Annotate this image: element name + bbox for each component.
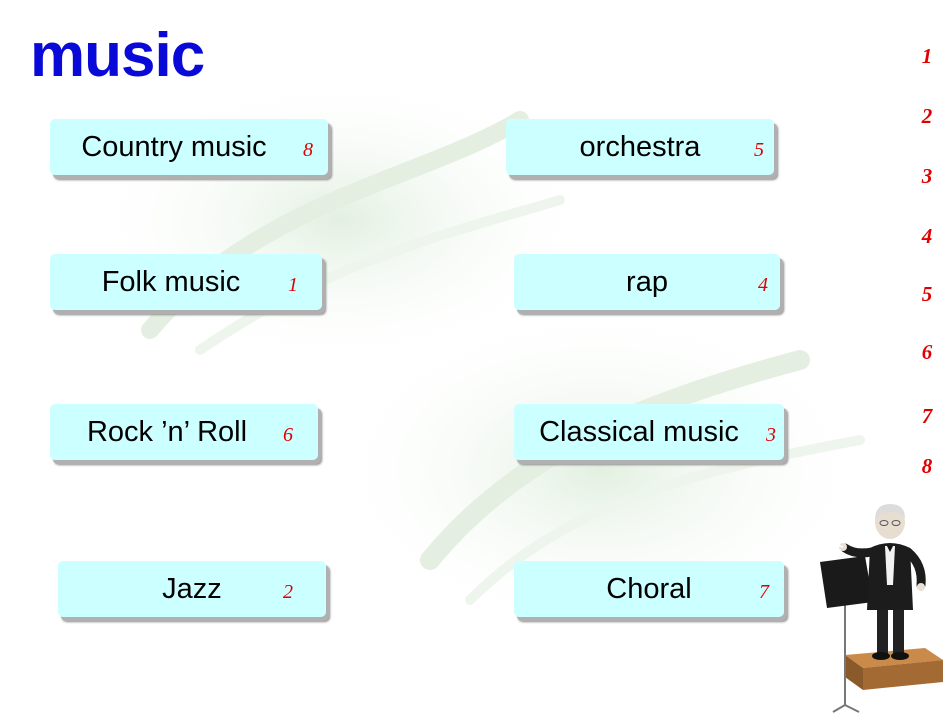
index-number: 5	[921, 282, 933, 306]
card-choral[interactable]: Choral 7	[514, 561, 784, 617]
index-number: 1	[921, 44, 933, 68]
page-title: music	[30, 21, 205, 90]
card-folk-music[interactable]: Folk music 1	[50, 254, 322, 310]
card-classical-music[interactable]: Classical music 3	[514, 404, 784, 460]
card-number: 3	[766, 424, 776, 446]
card-country-music[interactable]: Country music 8	[50, 119, 328, 175]
index-number: 7	[921, 404, 933, 428]
card-label: rap	[626, 266, 668, 298]
card-number: 2	[283, 581, 293, 603]
card-jazz[interactable]: Jazz 2	[58, 561, 326, 617]
card-orchestra[interactable]: orchestra 5	[506, 119, 774, 175]
card-number: 5	[754, 139, 764, 161]
index-number: 4	[921, 224, 933, 248]
card-label: orchestra	[579, 131, 701, 163]
card-label: Classical music	[539, 416, 739, 448]
index-number: 3	[921, 164, 933, 188]
card-number: 8	[303, 139, 313, 161]
card-label: Country music	[81, 131, 267, 163]
card-number: 6	[283, 424, 293, 446]
conductor-illustration	[820, 504, 943, 713]
card-number: 7	[759, 581, 769, 603]
index-number: 8	[921, 454, 933, 478]
index-number: 6	[921, 340, 933, 364]
card-label: Folk music	[101, 266, 241, 298]
card-label: Choral	[606, 573, 692, 605]
card-label: Jazz	[162, 573, 222, 605]
card-number: 4	[758, 274, 768, 296]
card-number: 1	[288, 274, 298, 296]
index-number: 2	[921, 104, 933, 128]
card-rap[interactable]: rap 4	[514, 254, 780, 310]
card-rock-n-roll[interactable]: Rock ’n’ Roll 6	[50, 404, 318, 460]
card-label: Rock ’n’ Roll	[86, 416, 248, 448]
